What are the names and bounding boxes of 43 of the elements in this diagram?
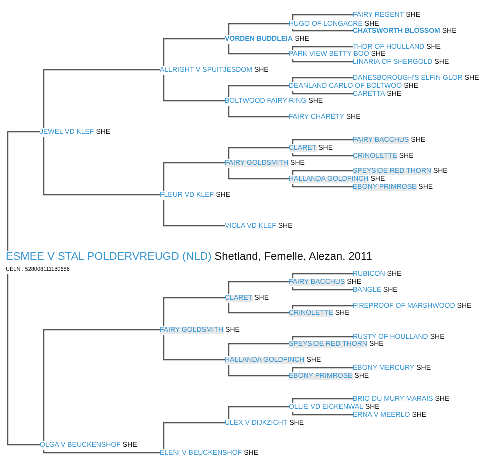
pedigree-line bbox=[292, 59, 353, 63]
pedigree-line bbox=[43, 329, 160, 441]
pedigree-line bbox=[292, 77, 353, 82]
horse-description: Shetland, Femelle, Alezan, 2011 bbox=[214, 251, 372, 263]
pedigree-line bbox=[228, 365, 289, 377]
pedigree-line bbox=[228, 343, 289, 356]
pedigree-line bbox=[43, 137, 160, 196]
pedigree-line bbox=[228, 23, 289, 35]
pedigree-line bbox=[228, 147, 289, 159]
pedigree-line bbox=[163, 335, 225, 361]
pedigree-line bbox=[228, 44, 289, 55]
pedigree-line bbox=[163, 297, 225, 326]
pedigree-line bbox=[228, 106, 289, 118]
pedigree-line bbox=[292, 287, 353, 291]
pedigree-line bbox=[228, 303, 289, 314]
pedigree-line bbox=[163, 422, 225, 449]
pedigree-line bbox=[292, 273, 353, 278]
pedigree-line bbox=[292, 170, 353, 175]
pedigree-line bbox=[292, 367, 353, 372]
pedigree-line bbox=[292, 184, 353, 188]
pedigree-line bbox=[292, 153, 353, 157]
pedigree-line bbox=[292, 91, 353, 95]
pedigree-line bbox=[7, 131, 40, 251]
pedigree-line bbox=[292, 139, 353, 144]
pedigree-line bbox=[43, 69, 160, 128]
pedigree-line bbox=[228, 85, 289, 97]
pedigree-line bbox=[163, 200, 225, 227]
pedigree-line bbox=[228, 281, 289, 294]
pedigree-line bbox=[292, 412, 353, 416]
pedigree-line bbox=[292, 14, 353, 20]
pedigree-line bbox=[292, 305, 353, 309]
pedigree-line bbox=[228, 168, 289, 180]
horse-name: ESMEE V STAL POLDERVREUGD (NLD) bbox=[6, 251, 212, 263]
pedigree-line bbox=[292, 29, 353, 32]
pedigree-line bbox=[163, 38, 225, 66]
pedigree-line bbox=[7, 274, 40, 446]
pedigree-line bbox=[163, 162, 225, 191]
pedigree-line bbox=[292, 398, 353, 403]
pedigree-line bbox=[163, 75, 225, 102]
pedigree-line bbox=[228, 406, 289, 419]
pedigree-line bbox=[43, 450, 160, 454]
pedigree-line bbox=[292, 336, 353, 340]
pedigree-line bbox=[292, 46, 353, 50]
